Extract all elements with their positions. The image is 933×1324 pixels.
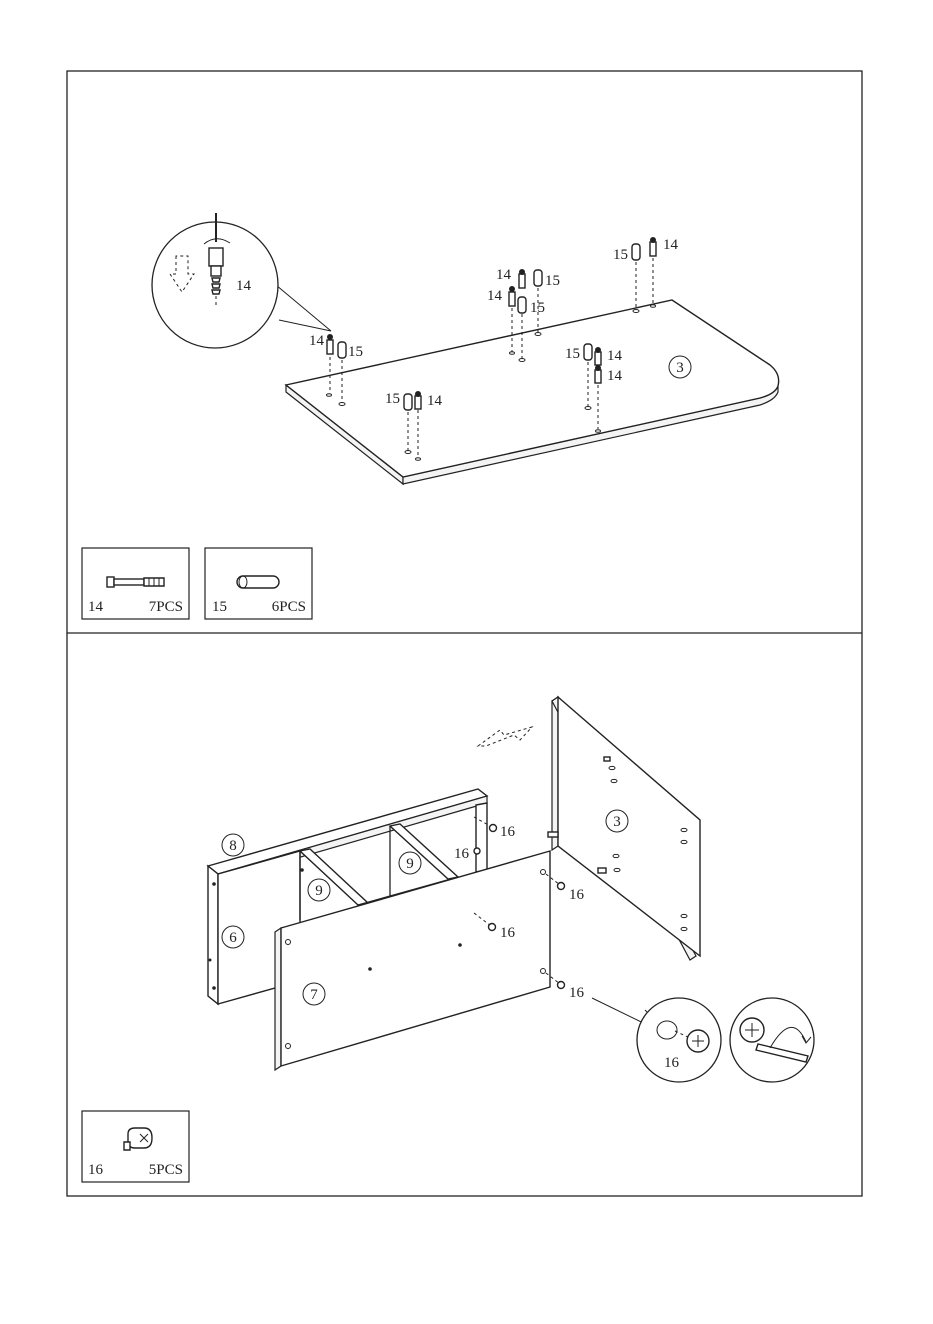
callout-16: 16 bbox=[569, 985, 585, 1001]
callout-14: 14 bbox=[427, 393, 443, 409]
cam-lock-icon bbox=[558, 883, 565, 890]
bolt-insertion-detail: 14 bbox=[152, 213, 331, 348]
panel-7-label: 7 bbox=[310, 987, 318, 1003]
callout-14: 14 bbox=[607, 368, 623, 384]
wood-dowel-icon bbox=[534, 270, 542, 286]
panel-6-label: 6 bbox=[229, 930, 237, 946]
wood-dowel-icon bbox=[584, 344, 592, 360]
wood-dowel-icon bbox=[338, 342, 346, 358]
callout-14: 14 bbox=[607, 348, 623, 364]
wood-dowel-icon bbox=[404, 394, 412, 410]
cam-lock-icon bbox=[687, 1030, 709, 1052]
parts-legend-14: 14 7PCS bbox=[82, 548, 189, 619]
panel-8-label: 8 bbox=[229, 838, 237, 854]
cam-lock-icon bbox=[124, 1128, 152, 1150]
step-2-diagram: 3 8 6 bbox=[82, 697, 814, 1182]
board-3-label: 3 bbox=[676, 360, 684, 376]
part-number: 15 bbox=[212, 599, 227, 615]
cam-lock-icon bbox=[489, 924, 496, 931]
cam-bolt-icon bbox=[415, 391, 421, 409]
callout-16: 16 bbox=[454, 846, 470, 862]
part-number: 14 bbox=[88, 599, 104, 615]
board-3: 3 bbox=[286, 300, 779, 484]
move-direction-arrow-icon bbox=[478, 727, 532, 746]
cam-bolt-icon bbox=[650, 237, 656, 256]
parts-legend-16: 16 5PCS bbox=[82, 1111, 189, 1182]
callout-15: 15 bbox=[565, 346, 580, 362]
part-quantity: 7PCS bbox=[149, 599, 183, 615]
cam-lock-icon bbox=[474, 848, 480, 854]
fastener-group-e: 15 14 bbox=[613, 237, 679, 309]
step-1-diagram: 3 14 15 bbox=[82, 213, 779, 619]
callout-15: 15 bbox=[530, 300, 545, 316]
cam-bolt-icon bbox=[509, 286, 515, 306]
callout-16: 16 bbox=[500, 925, 516, 941]
cam-lock-icon bbox=[740, 1018, 764, 1042]
wood-dowel-icon bbox=[237, 576, 279, 588]
callout-15: 15 bbox=[385, 391, 400, 407]
cam-lock-tightening-detail bbox=[730, 998, 814, 1082]
panel-3-label: 3 bbox=[613, 814, 621, 830]
divider-9-label: 9 bbox=[406, 856, 414, 872]
callout-15: 15 bbox=[613, 247, 628, 263]
cam-bolt-icon bbox=[519, 269, 525, 288]
callout-14: 14 bbox=[309, 333, 325, 349]
callout-16: 16 bbox=[500, 824, 516, 840]
callout-16: 16 bbox=[569, 887, 585, 903]
callout-15: 15 bbox=[348, 344, 363, 360]
wood-dowel-icon bbox=[632, 244, 640, 260]
parts-legend-15: 15 6PCS bbox=[205, 548, 312, 619]
callout-14: 14 bbox=[487, 288, 503, 304]
cam-lock-insertion-detail: 16 bbox=[592, 998, 721, 1082]
detail-callout-14: 14 bbox=[236, 278, 252, 294]
detail-callout-16: 16 bbox=[664, 1055, 680, 1071]
divider-9-label: 9 bbox=[315, 883, 323, 899]
cam-lock-icon bbox=[490, 825, 497, 832]
callout-15: 15 bbox=[545, 273, 560, 289]
wood-dowel-icon bbox=[518, 297, 526, 313]
part-quantity: 6PCS bbox=[272, 599, 306, 615]
callout-14: 14 bbox=[663, 237, 679, 253]
part-quantity: 5PCS bbox=[149, 1162, 183, 1178]
cam-bolt-icon bbox=[327, 334, 333, 354]
part-number: 16 bbox=[88, 1162, 104, 1178]
side-panel-3: 3 bbox=[548, 697, 700, 960]
cam-bolt-icon bbox=[107, 577, 164, 587]
cam-lock-icon bbox=[558, 982, 565, 989]
cam-bolt-icon bbox=[595, 365, 601, 383]
callout-14: 14 bbox=[496, 267, 512, 283]
cam-bolt-icon bbox=[595, 347, 601, 365]
